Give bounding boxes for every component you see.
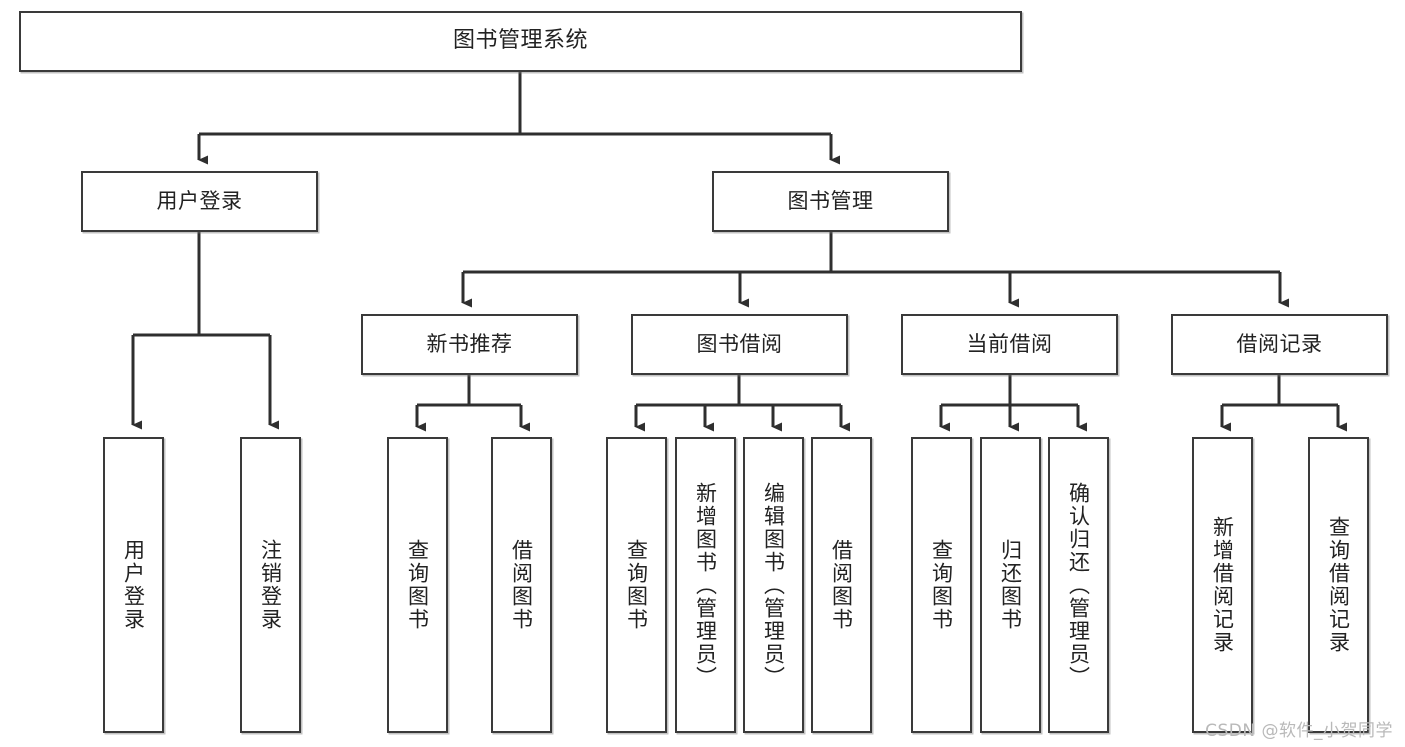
- node-book-management[interactable]: 图书管理: [712, 171, 949, 232]
- node-borrow-record[interactable]: 借阅记录: [1171, 314, 1388, 375]
- watermark: CSDN @软件_小贺同学: [1205, 721, 1393, 741]
- leaf-query-books-1-label: 查询图书: [405, 539, 430, 631]
- leaf-edit-book-label: 编辑图书（管理员）: [761, 481, 786, 689]
- leaf-add-book-label: 新增图书（管理员）: [693, 481, 718, 689]
- node-root-label: 图书管理系统: [452, 28, 588, 54]
- node-borrow-record-label: 借阅记录: [1236, 331, 1323, 356]
- node-book-borrow-label: 图书借阅: [696, 331, 783, 356]
- leaf-confirm-return[interactable]: 确认归还（管理员）: [1048, 437, 1109, 733]
- leaf-query-books-1[interactable]: 查询图书: [387, 437, 448, 733]
- node-root[interactable]: 图书管理系统: [19, 11, 1022, 72]
- leaf-return-book-label: 归还图书: [998, 539, 1023, 631]
- leaf-query-record-label: 查询借阅记录: [1326, 516, 1351, 654]
- leaf-add-record-label: 新增借阅记录: [1210, 516, 1235, 654]
- leaf-borrow-books-1[interactable]: 借阅图书: [491, 437, 552, 733]
- leaf-return-book[interactable]: 归还图书: [980, 437, 1041, 733]
- node-new-book-recommend-label: 新书推荐: [426, 331, 513, 356]
- leaf-borrow-books-2-label: 借阅图书: [829, 539, 854, 631]
- leaf-query-record[interactable]: 查询借阅记录: [1308, 437, 1369, 733]
- leaf-borrow-books-1-label: 借阅图书: [509, 539, 534, 631]
- leaf-user-login-label: 用户登录: [121, 539, 146, 631]
- leaf-logout[interactable]: 注销登录: [240, 437, 301, 733]
- node-current-borrow[interactable]: 当前借阅: [901, 314, 1118, 375]
- node-user-login[interactable]: 用户登录: [81, 171, 318, 232]
- leaf-edit-book[interactable]: 编辑图书（管理员）: [743, 437, 804, 733]
- leaf-query-books-2-label: 查询图书: [624, 539, 649, 631]
- leaf-query-books-2[interactable]: 查询图书: [606, 437, 667, 733]
- node-current-borrow-label: 当前借阅: [966, 331, 1053, 356]
- leaf-confirm-return-label: 确认归还（管理员）: [1066, 481, 1091, 689]
- leaf-logout-label: 注销登录: [258, 539, 283, 631]
- leaf-add-book[interactable]: 新增图书（管理员）: [675, 437, 736, 733]
- leaf-query-books-3-label: 查询图书: [929, 539, 954, 631]
- node-user-login-label: 用户登录: [156, 188, 243, 213]
- node-book-borrow[interactable]: 图书借阅: [631, 314, 848, 375]
- leaf-add-record[interactable]: 新增借阅记录: [1192, 437, 1253, 733]
- leaf-borrow-books-2[interactable]: 借阅图书: [811, 437, 872, 733]
- node-book-management-label: 图书管理: [787, 188, 874, 213]
- leaf-query-books-3[interactable]: 查询图书: [911, 437, 972, 733]
- leaf-user-login[interactable]: 用户登录: [103, 437, 164, 733]
- node-new-book-recommend[interactable]: 新书推荐: [361, 314, 578, 375]
